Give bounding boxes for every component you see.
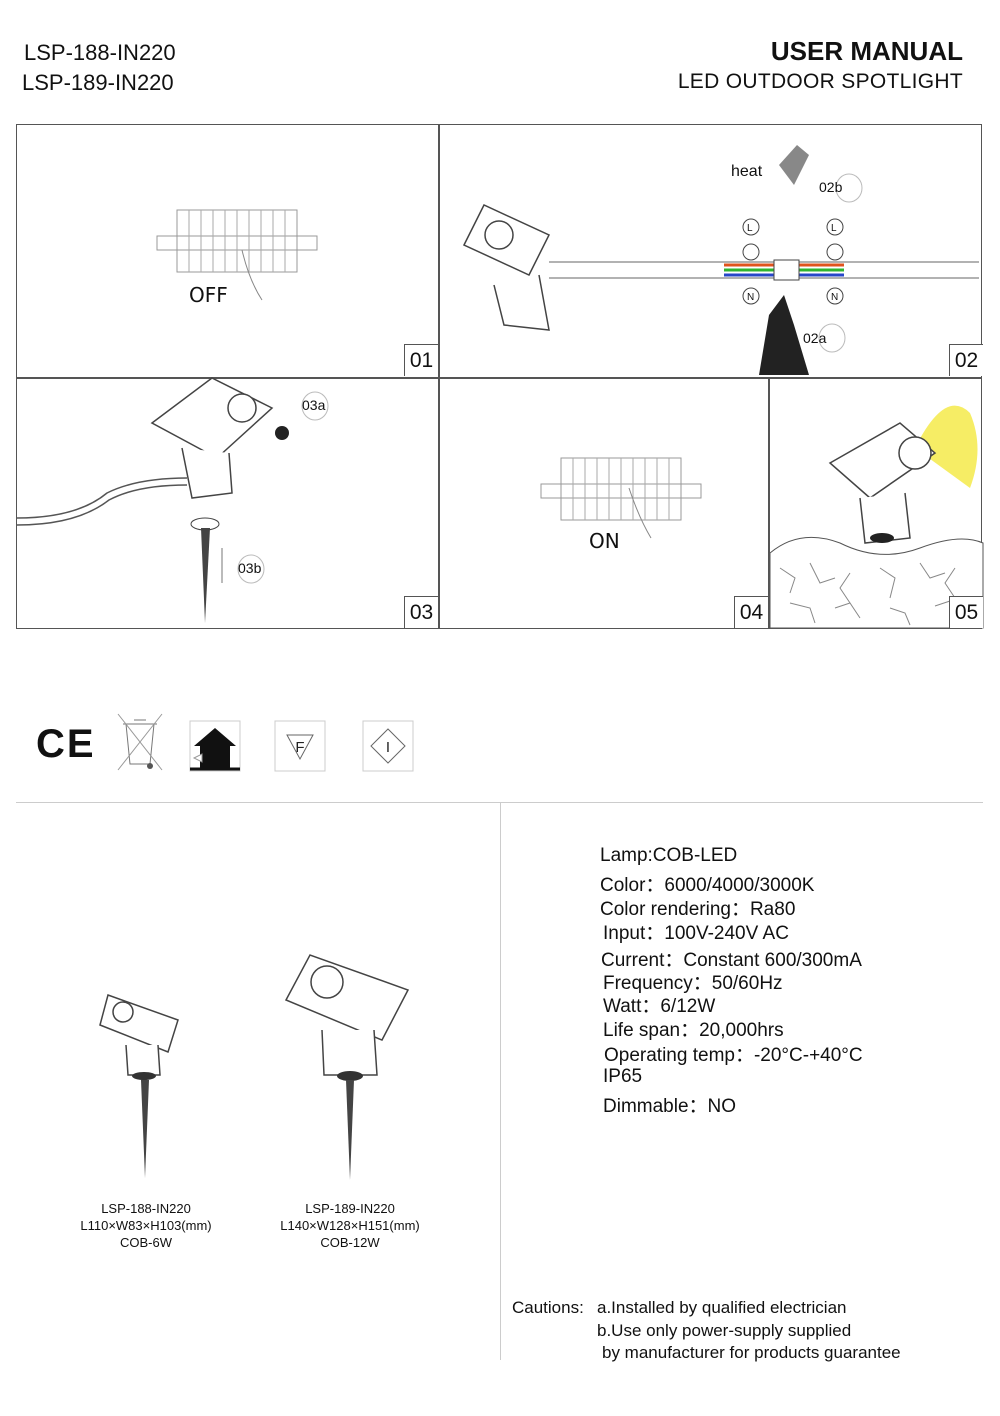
- off-label: OFF: [189, 283, 228, 307]
- caution-b-continued: by manufacturer for products guarantee: [602, 1343, 901, 1362]
- indoor-outdoor-icon: [189, 720, 241, 772]
- step-number-05: 05: [949, 596, 983, 628]
- product-lsp-188-drawing: [99, 994, 179, 1178]
- spec-color-rendering: Color rendering：Ra80: [600, 899, 796, 920]
- f-mark-letter: F: [295, 739, 304, 756]
- section-divider: [16, 802, 983, 803]
- svg-text:N: N: [831, 292, 838, 303]
- mounting-illustration: [16, 377, 329, 623]
- column-divider: [500, 802, 501, 1360]
- wiring-illustration: L L N N: [462, 145, 979, 375]
- product-caption-lsp-188: LSP-188-IN220 L110×W83×H103(mm) COB-6W: [80, 1201, 212, 1250]
- spec-watt: Watt：6/12W: [603, 996, 716, 1017]
- installed-spotlight-illustration: [769, 405, 984, 629]
- on-label: ON: [589, 529, 620, 553]
- ce-mark-icon: CE: [36, 722, 96, 766]
- class-i-letter: I: [386, 739, 390, 756]
- spec-color: Color：6000/4000/3000K: [600, 875, 815, 896]
- step-number-01: 01: [404, 344, 438, 376]
- callout-02a: 02a: [803, 330, 827, 346]
- callout-03a: 03a: [302, 397, 326, 413]
- model-1: LSP-188-IN220: [24, 40, 176, 65]
- spec-current: Current：Constant 600/300mA: [601, 950, 862, 971]
- spec-lamp: Lamp:COB-LED: [600, 845, 738, 866]
- spec-ip-rating: IP65: [603, 1066, 643, 1087]
- svg-text:L: L: [831, 223, 837, 234]
- spec-operating-temp: Operating temp：-20°C-+40°C: [604, 1045, 863, 1066]
- callout-02b: 02b: [819, 179, 843, 195]
- breaker-on-illustration: [540, 457, 702, 539]
- spec-frequency: Frequency：50/60Hz: [603, 973, 783, 994]
- neutral-label: N: [747, 292, 754, 303]
- installation-steps-grid: OFF 01 L L N N heat 02b 02a 02 03a 03b 0…: [16, 124, 984, 629]
- class-i-icon: I: [362, 720, 414, 772]
- caution-a: a.Installed by qualified electrician: [597, 1298, 847, 1317]
- callout-03b: 03b: [238, 560, 262, 576]
- manual-title: USER MANUAL: [770, 36, 963, 66]
- step-number-03: 03: [404, 596, 438, 628]
- spec-dimmable: Dimmable：NO: [603, 1096, 737, 1117]
- spec-life-span: Life span：20,000hrs: [603, 1020, 784, 1041]
- product-caption-lsp-189: LSP-189-IN220 L140×W128×H151(mm) COB-12W: [280, 1201, 420, 1250]
- step-number-04: 04: [734, 596, 768, 628]
- manual-subtitle: LED OUTDOOR SPOTLIGHT: [677, 70, 963, 93]
- caution-b: b.Use only power-supply supplied: [597, 1321, 852, 1340]
- live-label: L: [747, 223, 753, 234]
- product-lsp-189-drawing: [284, 954, 410, 1180]
- heat-label: heat: [731, 163, 763, 180]
- model-2: LSP-189-IN220: [22, 70, 174, 95]
- f-mark-icon: F: [274, 720, 326, 772]
- weee-bin-icon: [117, 713, 163, 771]
- spec-input: Input：100V-240V AC: [603, 923, 789, 944]
- breaker-off-illustration: [156, 209, 318, 301]
- step-number-02: 02: [949, 344, 983, 376]
- cautions-label: Cautions:: [512, 1298, 584, 1317]
